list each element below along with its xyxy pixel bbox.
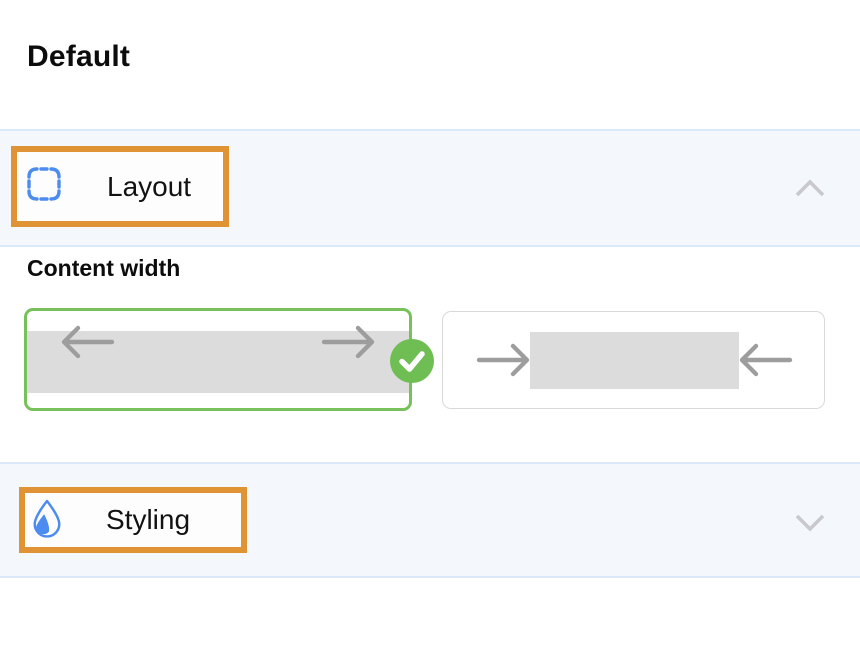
arrow-left-icon — [60, 324, 116, 360]
boxed-width-placeholder-bar — [530, 332, 739, 389]
content-width-option-full[interactable] — [24, 308, 412, 411]
chevron-down-icon[interactable] — [795, 513, 825, 537]
styling-annotation-box: Styling — [19, 487, 247, 553]
content-width-label: Content width — [27, 255, 181, 281]
layout-annotation-box: Layout — [11, 146, 229, 227]
arrow-right-icon — [475, 342, 531, 378]
arrow-right-icon — [320, 324, 376, 360]
section-label-styling: Styling — [106, 504, 191, 535]
arrow-left-icon — [738, 342, 794, 378]
content-width-option-boxed[interactable] — [442, 311, 825, 409]
chevron-up-icon[interactable] — [795, 179, 825, 203]
selected-check-icon — [390, 339, 434, 383]
water-drop-icon — [30, 498, 64, 543]
page-title: Default — [27, 40, 131, 73]
section-label-layout: Layout — [107, 170, 192, 202]
dashed-frame-icon — [27, 167, 61, 206]
